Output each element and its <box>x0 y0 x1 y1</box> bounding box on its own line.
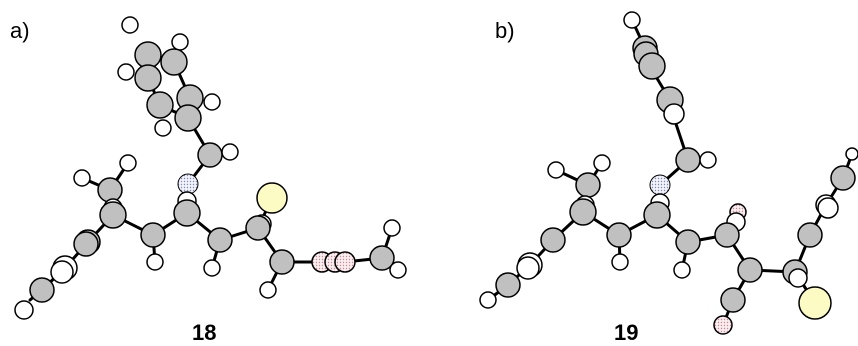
carbon-atom <box>575 172 601 198</box>
hydrogen-atom <box>547 161 565 179</box>
compound-18-label: 18 <box>192 320 217 345</box>
carbon-atom <box>174 104 202 132</box>
hydrogen-atom <box>673 261 691 279</box>
hydrogen-atom <box>383 219 401 237</box>
compound-19-label: 19 <box>614 320 639 345</box>
hydrogen-atom <box>14 300 34 320</box>
panel-a-label: a) <box>10 18 30 43</box>
carbon-atom <box>606 222 632 248</box>
carbon-atom <box>146 91 174 119</box>
molecule-19 <box>479 11 858 335</box>
carbon-atom <box>675 147 701 173</box>
hydrogen-atom <box>593 154 611 172</box>
carbon-atom <box>737 257 763 283</box>
hydrogen-atom <box>119 154 137 172</box>
carbon-atom <box>369 245 395 271</box>
nitrogen-atom <box>649 174 671 196</box>
carbon-atom <box>29 277 55 303</box>
carbon-atom <box>97 177 123 203</box>
hydrogen-atom <box>117 63 135 81</box>
carbon-atom <box>134 41 162 69</box>
hydrogen-atom <box>817 197 839 219</box>
hydrogen-atom <box>73 169 91 187</box>
panel-b-label: b) <box>495 18 515 43</box>
carbon-atom <box>160 48 188 76</box>
carbon-atom <box>99 201 127 229</box>
carbon-atom <box>638 52 666 80</box>
oxygen-atom <box>334 251 356 273</box>
carbon-atom <box>73 231 99 257</box>
carbon-atom <box>140 222 166 248</box>
hydrogen-atom <box>146 253 164 271</box>
nitrogen-atom <box>177 173 199 195</box>
carbon-atom <box>830 165 856 191</box>
carbon-atom <box>797 222 823 248</box>
hydrogen-atom <box>788 268 808 288</box>
carbon-atom <box>720 287 746 313</box>
carbon-atom <box>207 227 233 253</box>
carbon-atom <box>197 142 223 168</box>
sulfur-atom <box>798 286 832 320</box>
carbon-atom <box>643 201 671 229</box>
sulfur-atom <box>256 182 288 214</box>
carbon-atom <box>540 227 566 253</box>
hydrogen-atom <box>699 151 717 169</box>
hydrogen-atom <box>259 281 277 299</box>
oxygen-atom <box>713 315 733 335</box>
carbon-atom <box>675 229 701 255</box>
hydrogen-atom <box>221 143 239 161</box>
carbon-atom <box>134 64 162 92</box>
hydrogen-atom <box>663 103 685 125</box>
carbon-atom <box>569 198 597 226</box>
carbon-atom <box>245 215 271 241</box>
carbon-atom <box>495 272 521 298</box>
hydrogen-atom <box>479 291 497 309</box>
hydrogen-atom <box>121 16 139 34</box>
carbon-atom <box>269 249 295 275</box>
hydrogen-atom <box>389 261 407 279</box>
hydrogen-atom <box>154 119 172 137</box>
hydrogen-atom <box>611 253 629 271</box>
hydrogen-atom <box>845 147 858 161</box>
molecule-18 <box>14 16 407 320</box>
hydrogen-atom <box>50 260 74 284</box>
hydrogen-atom <box>171 33 189 51</box>
hydrogen-atom <box>623 11 641 29</box>
hydrogen-atom <box>203 259 221 277</box>
carbon-atom <box>714 222 740 248</box>
hydrogen-atom <box>516 256 540 280</box>
hydrogen-atom <box>203 93 221 111</box>
carbon-atom <box>173 199 201 227</box>
